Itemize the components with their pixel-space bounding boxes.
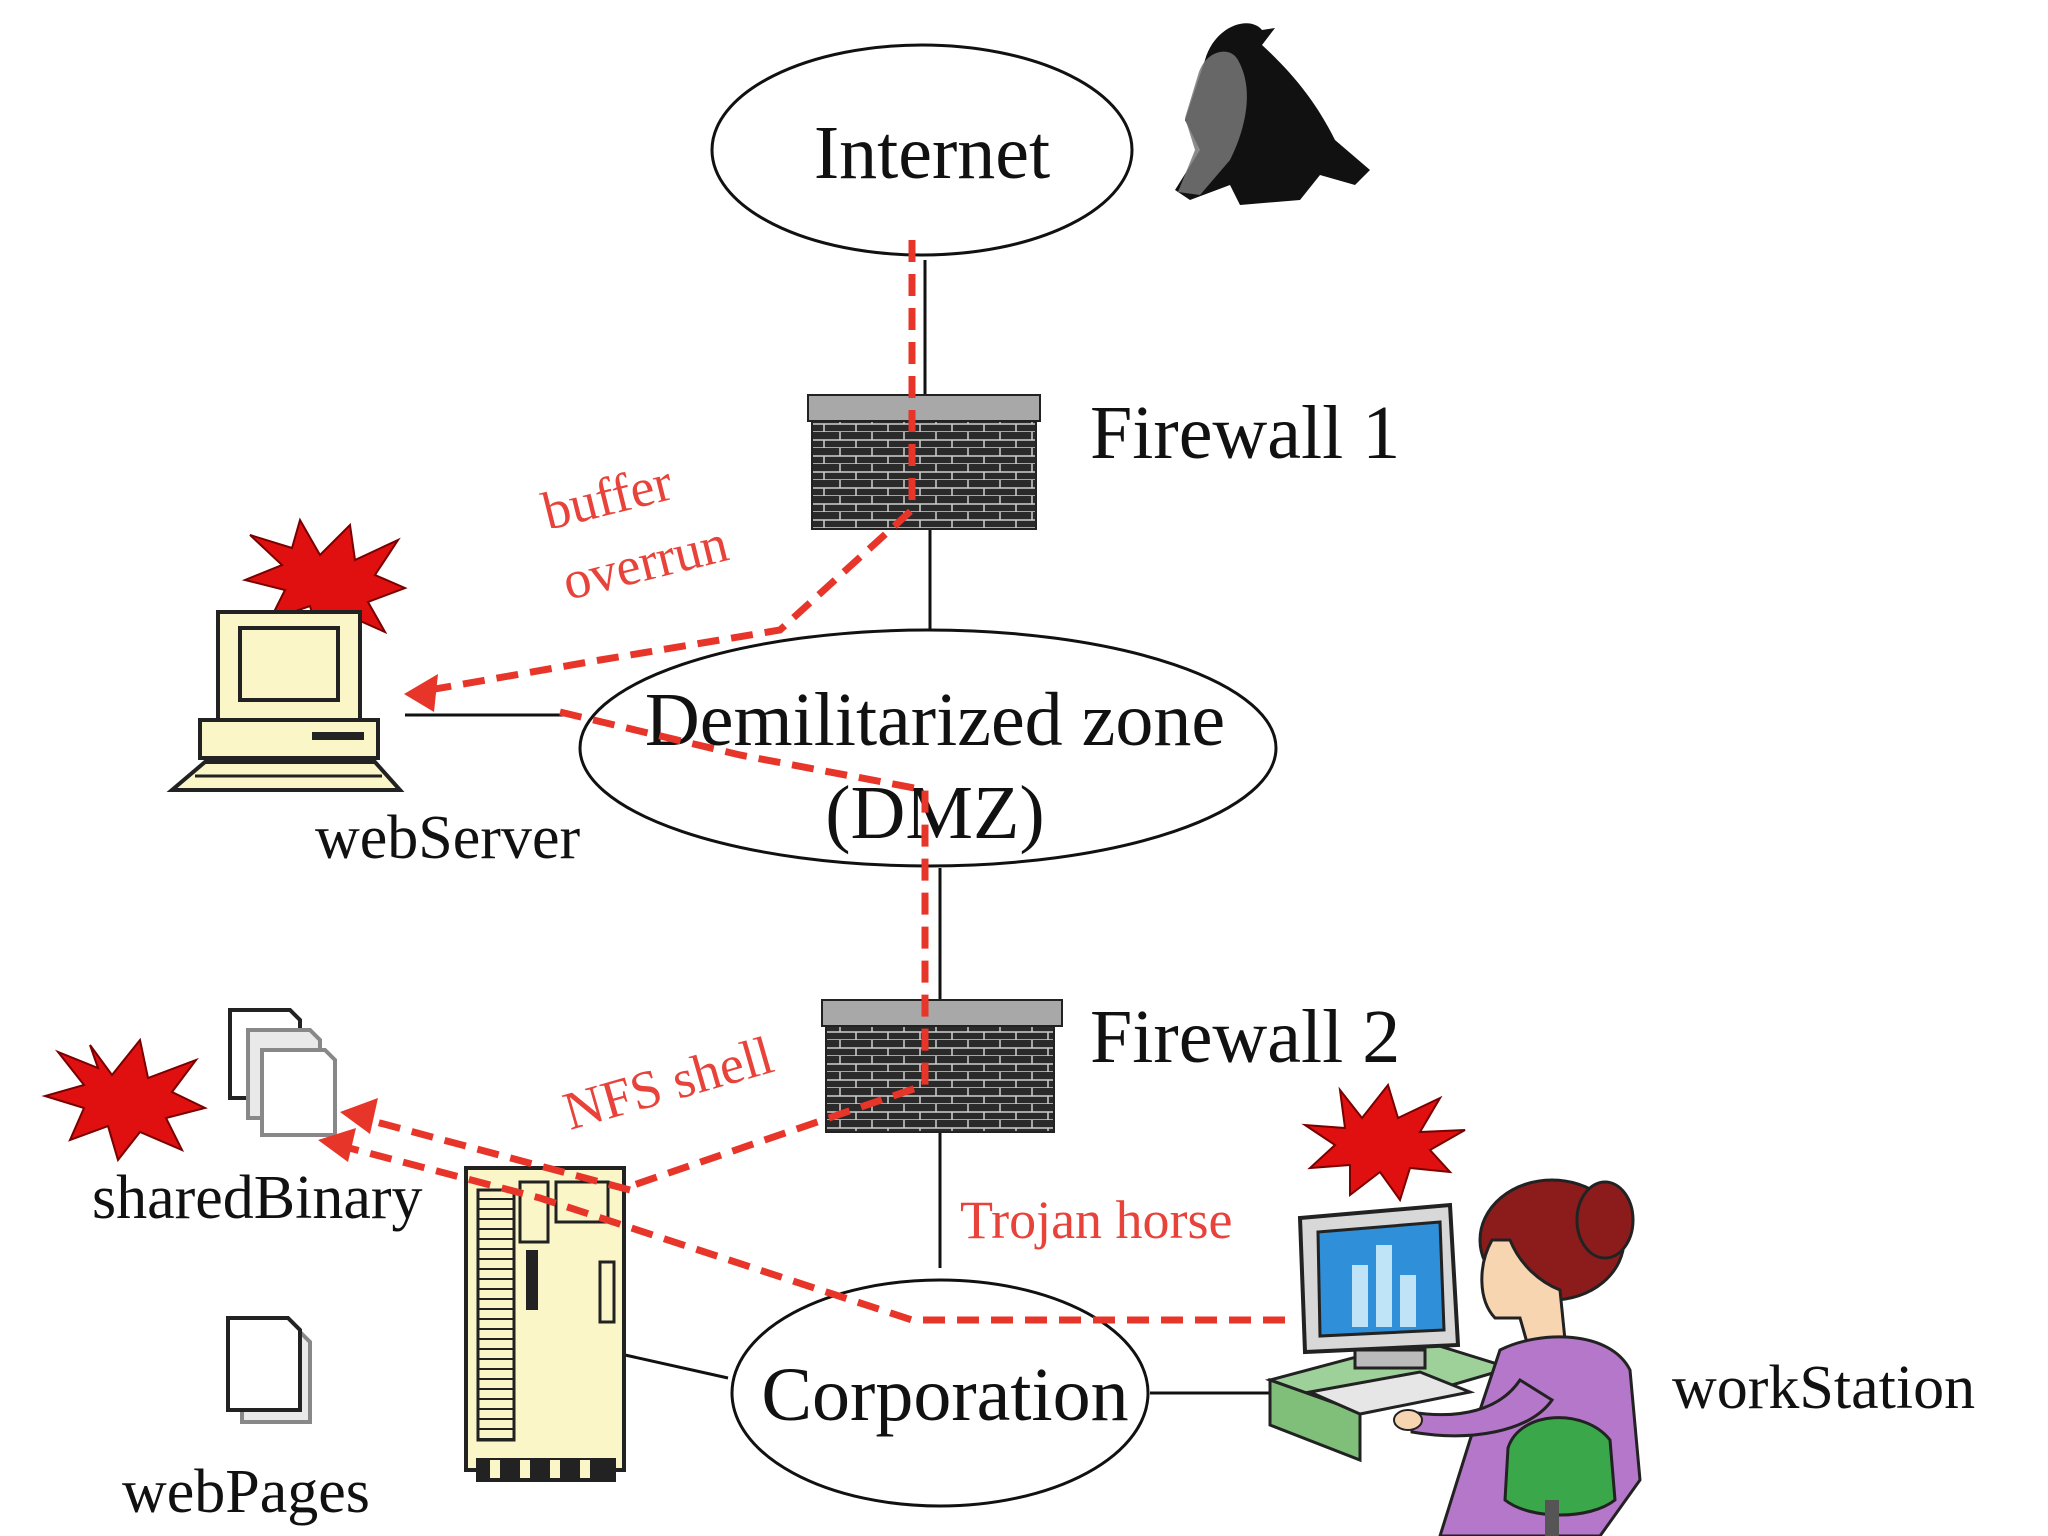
- internet-node: Internet: [710, 43, 1134, 257]
- computer-icon: [166, 610, 405, 792]
- network-links: [405, 260, 1280, 1395]
- person-workstation-icon: [1264, 1178, 1642, 1536]
- arrowhead-webserver: [404, 674, 438, 712]
- document-icon: [226, 1316, 312, 1424]
- corporation-label: Corporation: [761, 1353, 1128, 1437]
- attack-path-trojan: [329, 1139, 1285, 1324]
- explosion-icon: [1301, 1082, 1466, 1203]
- attack-path-dmz-to-firewall2: [559, 708, 929, 1192]
- document-icon: [228, 1008, 337, 1137]
- shared-binary-label: sharedBinary: [92, 1164, 423, 1232]
- internet-label: Internet: [814, 111, 1050, 195]
- attack-path-internet-to-dmz: [417, 240, 916, 696]
- dmz-label-line1: Demilitarized zone: [645, 678, 1225, 762]
- web-server: webServer: [166, 517, 580, 872]
- firewall-1-label: Firewall 1: [1090, 391, 1400, 475]
- firewall-2-label: Firewall 2: [1090, 995, 1400, 1079]
- firewall-icon: [821, 999, 1063, 1133]
- arrowhead-shared-1: [340, 1098, 378, 1134]
- shared-binary: sharedBinary: [41, 1008, 423, 1232]
- firewall-2: Firewall 2: [821, 995, 1400, 1133]
- attack-paths: [318, 240, 1285, 1324]
- arrowhead-shared-2: [318, 1128, 356, 1162]
- nfs-shell-label: NFS shell: [557, 1025, 780, 1142]
- firewall-1: Firewall 1: [807, 391, 1400, 530]
- hacker-icon: [1175, 23, 1370, 205]
- dmz-node: Demilitarized zone (DMZ): [578, 628, 1278, 868]
- attack-path-nfs-to-shared: [349, 1111, 631, 1194]
- web-pages-label: webPages: [122, 1458, 370, 1526]
- firewall-icon: [807, 394, 1041, 530]
- work-station-label: workStation: [1672, 1354, 1975, 1422]
- web-pages: webPages: [122, 1316, 370, 1526]
- corporation-node: Corporation: [730, 1278, 1150, 1508]
- dmz-label-line2: (DMZ): [825, 771, 1045, 855]
- trojan-horse-label: Trojan horse: [960, 1190, 1233, 1250]
- work-station: workStation: [1264, 1082, 1975, 1536]
- explosion-icon: [41, 1037, 208, 1163]
- web-server-label: webServer: [315, 804, 580, 872]
- server-icon: [464, 1166, 626, 1482]
